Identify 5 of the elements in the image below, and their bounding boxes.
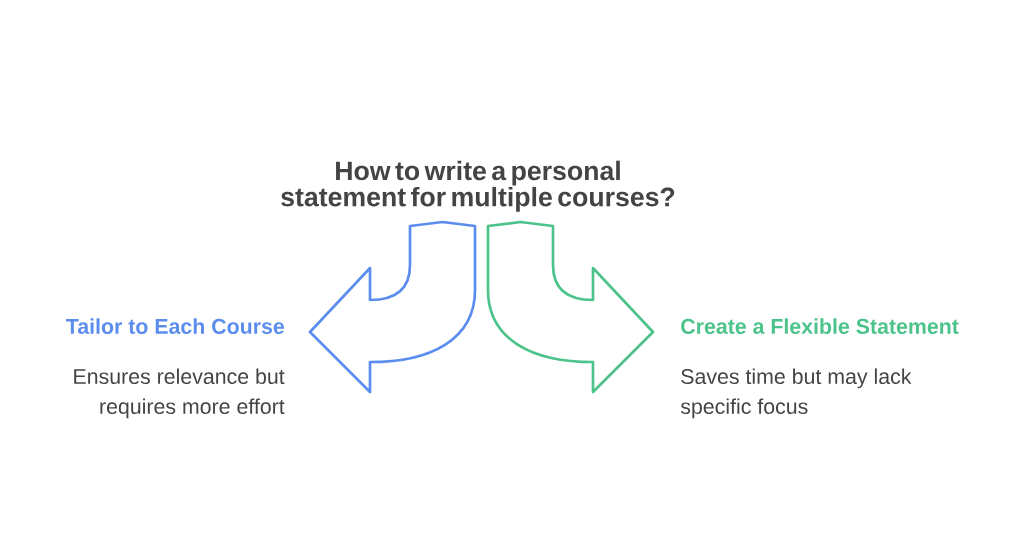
curved-arrow [486,220,655,394]
option-text: Tailor to Each Course Ensures relevance but requires more effort [66,318,285,419]
title-text: How to write a personal statement for multiple courses? [281,160,675,212]
option-text: Create a Flexible Statement Saves time but may lack specific focus [680,318,959,419]
curved-arrow [308,220,477,394]
